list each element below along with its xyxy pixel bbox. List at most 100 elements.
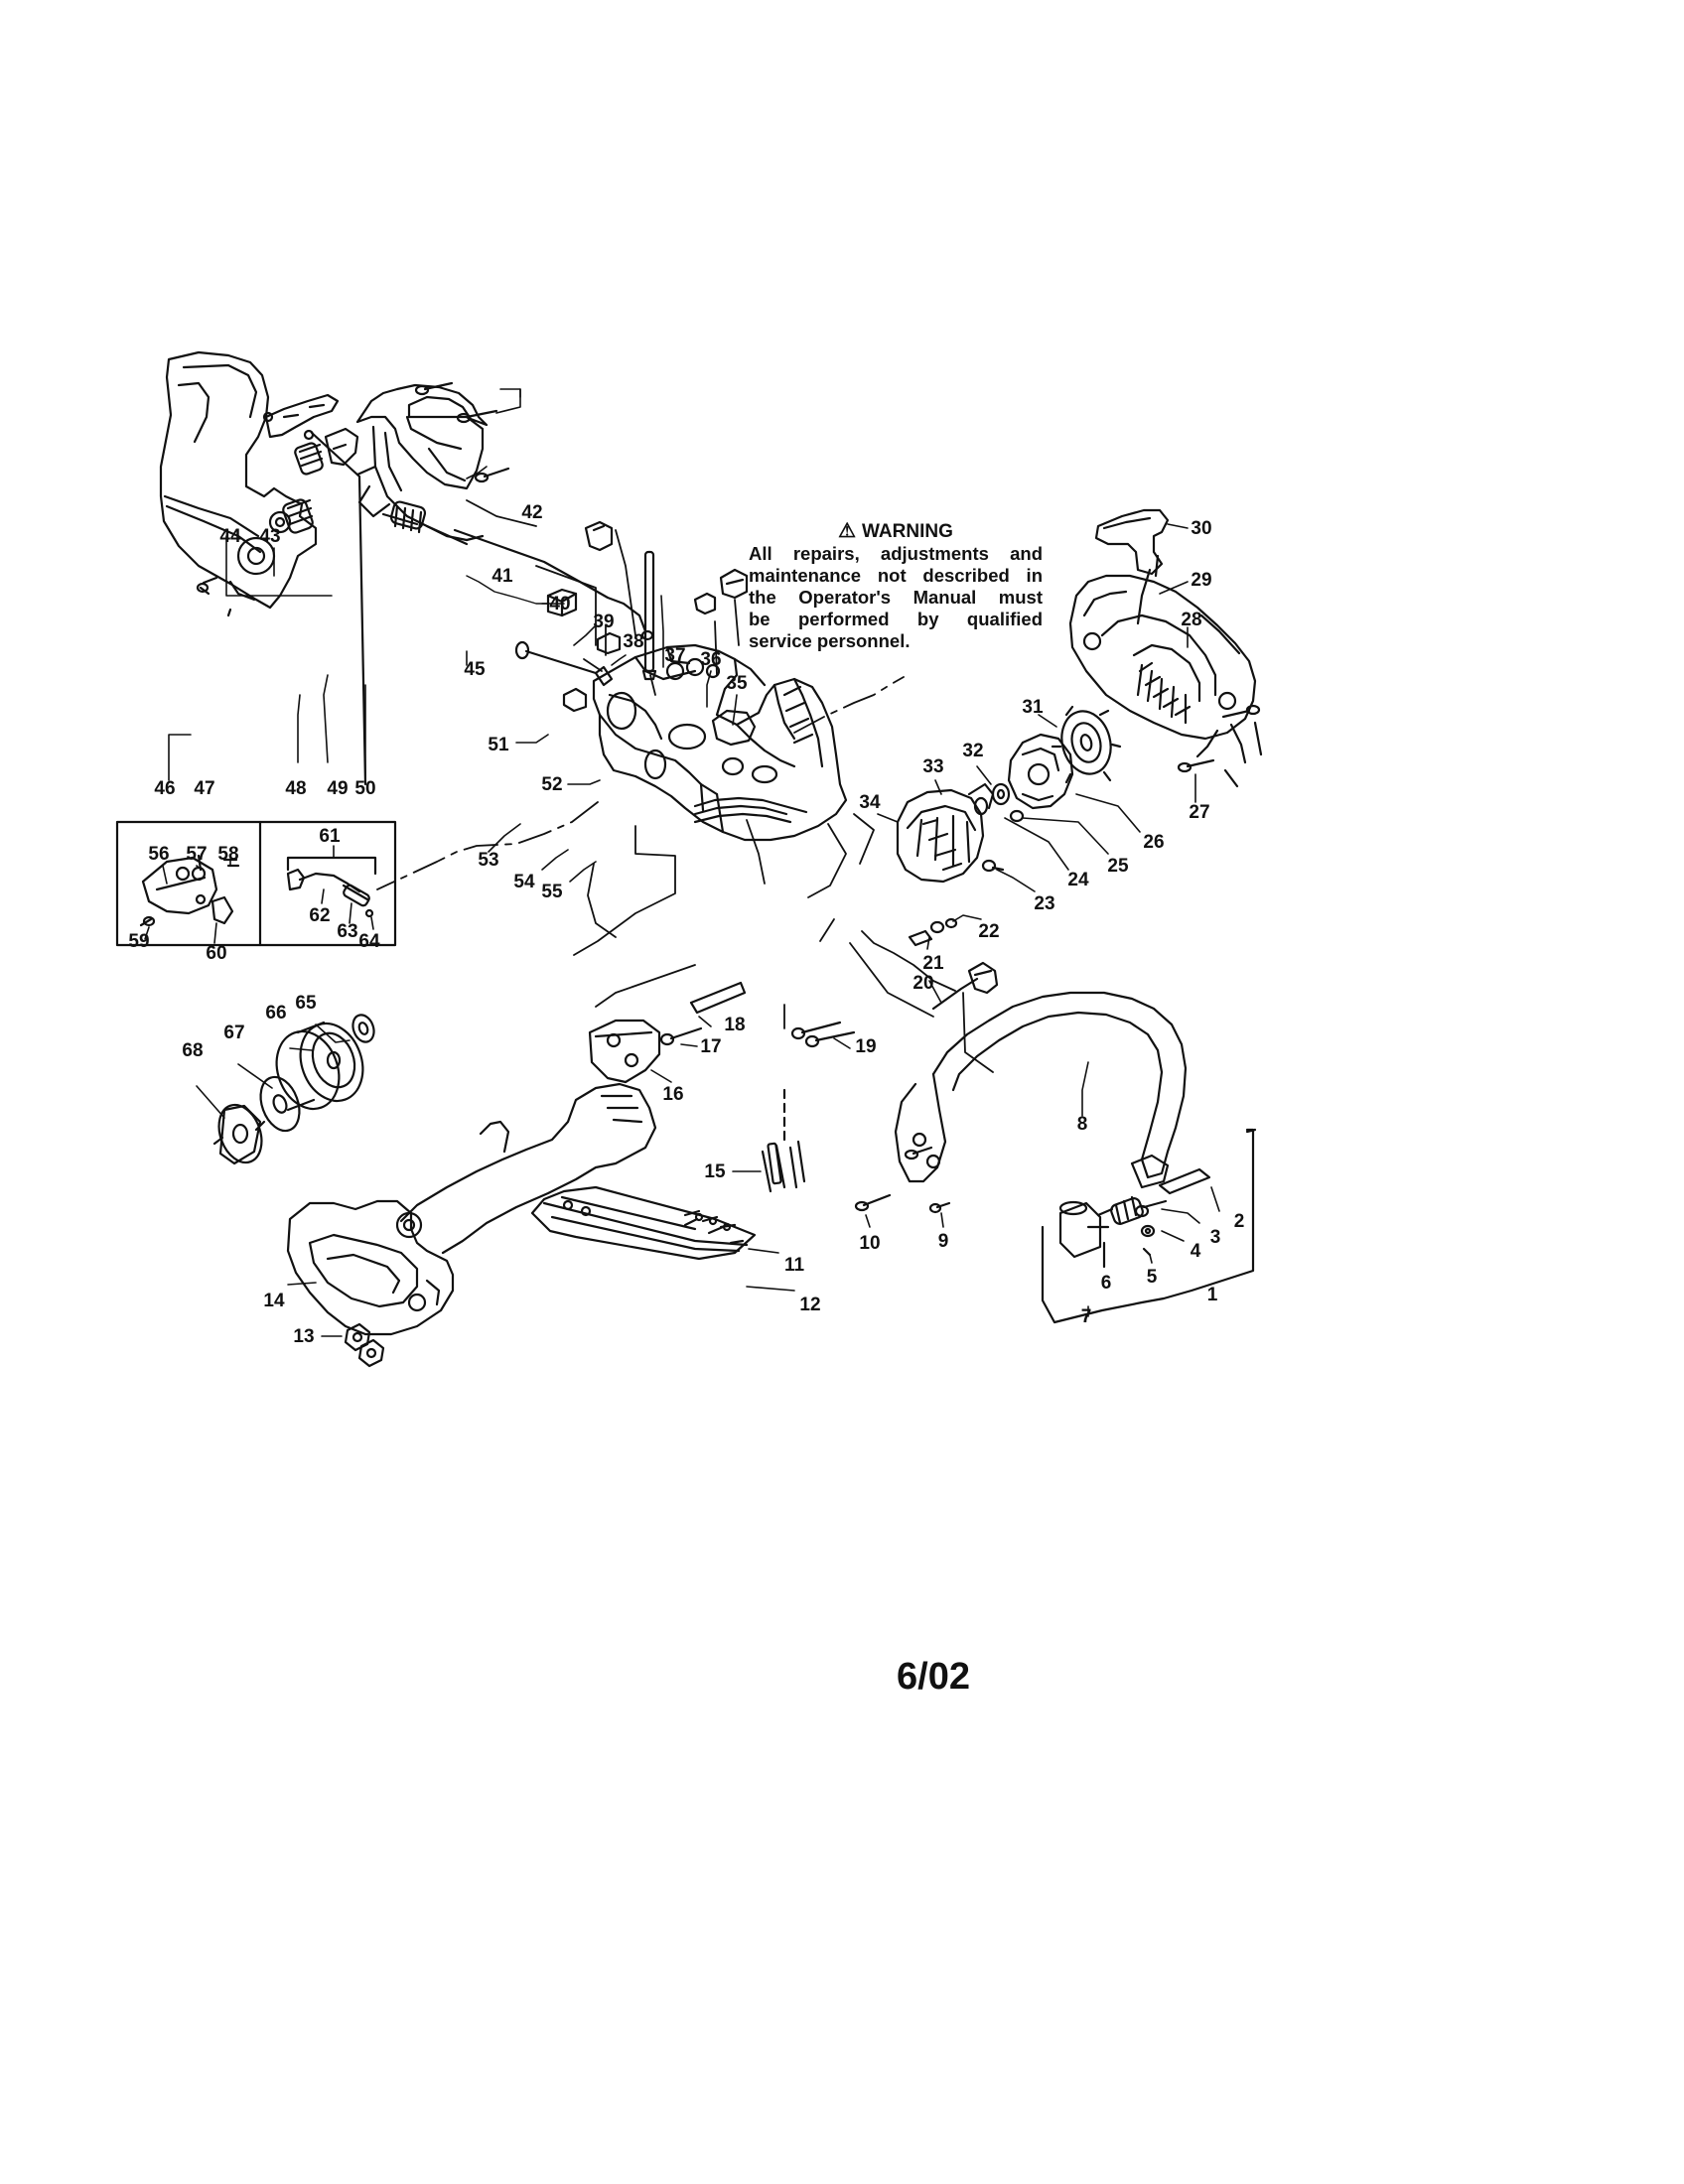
part-23 bbox=[981, 859, 1005, 873]
part-label: 5 bbox=[1147, 1267, 1158, 1288]
part-label: 15 bbox=[704, 1161, 726, 1182]
grommet-38 bbox=[584, 520, 614, 552]
part-label: 14 bbox=[263, 1291, 285, 1311]
part-label: 53 bbox=[478, 850, 498, 871]
part-label: 18 bbox=[724, 1015, 745, 1035]
part-labels: 1 2 3 4 5 6 7 8 9 10 11 12 13 14 15 16 1… bbox=[128, 502, 1244, 1347]
part-label: 51 bbox=[488, 735, 509, 755]
warning-line: maintenance not described in bbox=[749, 565, 1043, 586]
warning-line: service personnel. bbox=[749, 630, 911, 651]
part-label: 68 bbox=[182, 1040, 203, 1061]
part-label: 43 bbox=[259, 526, 280, 547]
pins-15 bbox=[761, 1088, 806, 1193]
rear-handle bbox=[159, 350, 318, 610]
bar-cover-tail bbox=[395, 1082, 657, 1255]
part-47-screw bbox=[196, 576, 218, 596]
part-label: 10 bbox=[859, 1233, 880, 1254]
part-label: 2 bbox=[1234, 1211, 1245, 1232]
part-label: 44 bbox=[219, 526, 241, 547]
part-label: 27 bbox=[1189, 802, 1209, 823]
part-label: 60 bbox=[206, 943, 226, 964]
part-label: 57 bbox=[186, 844, 207, 865]
part-label: 21 bbox=[922, 953, 944, 974]
warning-notice: ⚠WARNING All repairs, adjustments and ma… bbox=[749, 520, 1043, 652]
part-label: 4 bbox=[1191, 1241, 1201, 1262]
recoil-starter-housing bbox=[1068, 574, 1257, 764]
springs-48-49 bbox=[282, 429, 367, 786]
screws-9-10 bbox=[854, 1146, 951, 1214]
part-label: 48 bbox=[285, 778, 306, 799]
part-label: 7 bbox=[1081, 1306, 1092, 1327]
part-label: 22 bbox=[978, 921, 999, 942]
part-label: 34 bbox=[859, 792, 881, 813]
flywheel-34 bbox=[896, 782, 995, 884]
engine-housing bbox=[592, 643, 848, 842]
part-label: 6 bbox=[1101, 1273, 1112, 1294]
clutch-68 bbox=[212, 1103, 266, 1165]
warning-line: be performed by qualified bbox=[749, 609, 1043, 629]
side-cover-14 bbox=[286, 1199, 455, 1336]
screws-27 bbox=[1177, 704, 1263, 788]
part-label: 1 bbox=[1207, 1285, 1218, 1305]
starter-rope-29 bbox=[1136, 554, 1160, 625]
warning-title-row: ⚠WARNING bbox=[749, 520, 1043, 543]
front-handle-8 bbox=[894, 991, 1188, 1189]
part-label: 30 bbox=[1191, 518, 1211, 539]
nuts-13 bbox=[344, 1322, 385, 1368]
bolt-17 bbox=[659, 1026, 703, 1046]
part-label: 32 bbox=[962, 741, 983, 761]
part-label: 64 bbox=[358, 931, 380, 952]
warning-line: All repairs, adjustments and bbox=[749, 543, 1043, 564]
part-label: 11 bbox=[784, 1255, 805, 1276]
inset-parts-61 bbox=[286, 856, 377, 918]
part-label: 63 bbox=[337, 921, 357, 942]
starter-pulley-31 bbox=[1051, 705, 1122, 784]
screws-42 bbox=[414, 381, 498, 424]
part-label: 16 bbox=[662, 1084, 683, 1105]
part-label: 13 bbox=[293, 1326, 314, 1347]
spark-plug-boot-20 bbox=[931, 961, 999, 1011]
parts-21-22 bbox=[908, 917, 958, 947]
part-52 bbox=[596, 631, 622, 655]
part-label: 41 bbox=[491, 566, 513, 587]
part-label: 25 bbox=[1107, 856, 1129, 877]
guide-bar-12 bbox=[530, 1185, 757, 1261]
part-label: 17 bbox=[700, 1036, 721, 1057]
starter-handle-30 bbox=[1094, 508, 1170, 576]
part-label: 49 bbox=[327, 778, 348, 799]
part-label: 20 bbox=[912, 973, 933, 994]
part-label: 35 bbox=[726, 673, 748, 694]
part-18 bbox=[689, 981, 747, 1015]
clutch-drum-66 bbox=[275, 1021, 364, 1112]
part-label: 62 bbox=[309, 905, 330, 926]
part-label: 55 bbox=[541, 882, 563, 902]
part-label: 26 bbox=[1143, 832, 1164, 853]
part-label: 65 bbox=[295, 993, 317, 1014]
part-label: 3 bbox=[1210, 1227, 1221, 1248]
part-label: 38 bbox=[623, 631, 643, 652]
part-label: 46 bbox=[154, 778, 175, 799]
part-54 bbox=[562, 687, 588, 713]
part-label: 45 bbox=[464, 659, 486, 680]
lockout-44 bbox=[324, 427, 359, 467]
plate-16 bbox=[588, 1019, 661, 1084]
mount-36 bbox=[693, 592, 717, 615]
part-label: 29 bbox=[1191, 570, 1211, 591]
throttle-trigger-43 bbox=[226, 393, 340, 617]
leader-lines bbox=[376, 499, 994, 1073]
part-label: 61 bbox=[319, 826, 341, 847]
clutch-disc-67 bbox=[259, 1075, 301, 1133]
spring-45 bbox=[381, 500, 469, 546]
part-label: 52 bbox=[541, 774, 562, 795]
part-label: 50 bbox=[354, 778, 375, 799]
part-label: 40 bbox=[549, 594, 570, 614]
part-label: 33 bbox=[922, 756, 943, 777]
part-label: 54 bbox=[513, 872, 535, 892]
av-mounts bbox=[1041, 1128, 1257, 1324]
bolts-19 bbox=[790, 1021, 856, 1048]
mount-35 bbox=[719, 568, 749, 600]
warning-title: WARNING bbox=[862, 521, 953, 542]
warning-line: the Operator's Manual must bbox=[749, 587, 1043, 608]
part-label: 28 bbox=[1181, 610, 1201, 630]
bolt-53 bbox=[514, 640, 614, 687]
